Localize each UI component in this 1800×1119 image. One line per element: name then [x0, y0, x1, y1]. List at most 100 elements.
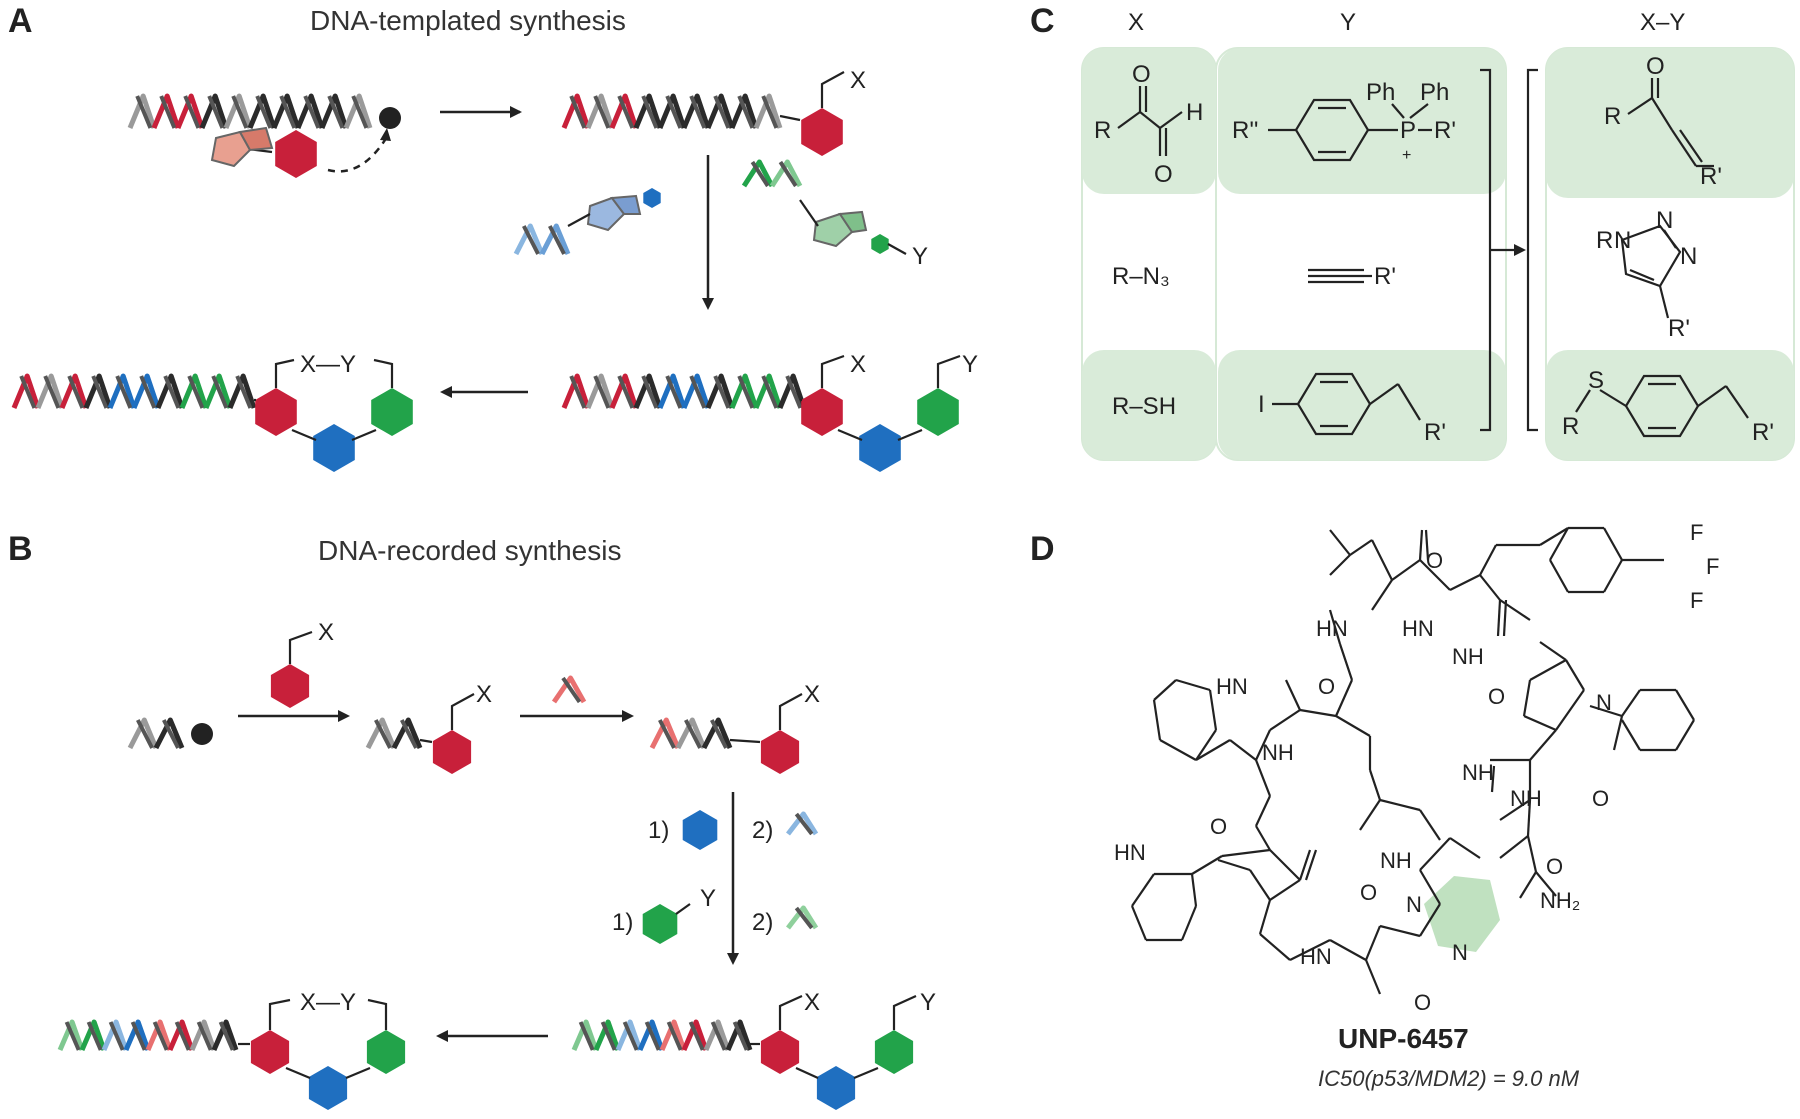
helix-segment	[101, 1019, 129, 1051]
helix-segment	[585, 93, 615, 129]
helix-backbone	[196, 1021, 213, 1051]
fused-ring	[610, 194, 642, 215]
macrocycle-product	[238, 998, 406, 1110]
bond	[1522, 679, 1532, 717]
bond	[1479, 544, 1497, 576]
helix-segment	[657, 373, 687, 409]
atom-label: NH	[1510, 786, 1542, 811]
helix-backbone	[689, 375, 707, 409]
bond	[1479, 574, 1501, 601]
fused-ring	[210, 130, 252, 168]
helix-backbone	[235, 375, 253, 409]
linker-bond	[853, 1066, 879, 1080]
linker-bond	[567, 213, 591, 227]
column-header-xy: X–Y	[1640, 9, 1685, 36]
dna-strand-b5	[57, 1019, 239, 1051]
atom-ph: Ph	[1420, 79, 1449, 106]
helix-backbone	[593, 375, 611, 409]
red-hexagon	[760, 730, 800, 774]
bond	[1255, 729, 1271, 761]
step-1-label: 1)	[648, 817, 669, 844]
dna-strand-b3	[649, 717, 733, 750]
atom-n: N	[1614, 227, 1631, 254]
bond	[1299, 708, 1337, 718]
dna-strand-b1	[127, 717, 185, 750]
fused-ring	[812, 212, 854, 248]
helix-backbone	[255, 95, 273, 129]
alkyne-structure	[1308, 268, 1372, 284]
linker-bond	[285, 1066, 311, 1080]
red-building-block	[210, 126, 317, 178]
bond	[1424, 529, 1430, 561]
bond	[1565, 659, 1585, 691]
group-y-label: Y	[700, 885, 716, 912]
bond	[1603, 527, 1623, 561]
helix-segment	[167, 1019, 195, 1051]
atom-label: HN	[1216, 674, 1248, 699]
bond	[1285, 679, 1301, 711]
bond	[1195, 729, 1217, 761]
blue-hexagon	[682, 810, 718, 850]
helix-segment	[123, 1019, 151, 1051]
helix-segment	[153, 717, 185, 750]
helix-segment	[681, 93, 711, 129]
helix-backbone	[617, 375, 635, 409]
blue-hexagon	[859, 424, 901, 472]
bond	[1490, 765, 1496, 793]
helix-segment	[211, 1019, 239, 1051]
helix-backbone	[688, 1021, 705, 1051]
side-chain	[892, 994, 917, 1030]
bond	[1529, 659, 1567, 681]
green-hexagon	[371, 388, 413, 436]
helix-backbone	[279, 95, 297, 129]
cyclization-bond	[274, 358, 295, 388]
helix-segment	[615, 1019, 643, 1051]
atom-label: O	[1488, 684, 1505, 709]
bond	[1549, 559, 1569, 593]
atom-r2: R''	[1232, 117, 1259, 144]
atom-p: P	[1400, 117, 1416, 144]
dna-strand-a2	[561, 93, 783, 129]
panel-d-label: D	[1030, 530, 1055, 568]
atom-r1: R'	[1424, 419, 1446, 446]
atom-label: O	[1546, 854, 1563, 879]
atom-r1: R'	[1752, 419, 1774, 446]
bond	[1130, 905, 1148, 941]
panel-c-label: C	[1030, 2, 1055, 40]
atom-r: R	[1604, 103, 1621, 130]
bond	[1419, 903, 1441, 937]
helix-segment	[175, 93, 205, 129]
red-building-block	[779, 71, 845, 156]
atom-label: NH	[1262, 740, 1294, 765]
helix-backbone	[174, 1021, 191, 1051]
helix-backbone	[19, 375, 37, 409]
group-y-label: Y	[920, 989, 936, 1016]
side-chain	[288, 630, 313, 664]
helix-backbone	[136, 719, 154, 749]
bond	[1255, 825, 1271, 851]
green-hexagon	[642, 904, 678, 944]
helix-backbone	[617, 95, 635, 129]
macrocycle-skeleton	[1130, 526, 1695, 995]
atom-label: O	[1318, 674, 1335, 699]
bond	[1391, 559, 1421, 581]
helix-segment	[593, 1019, 621, 1051]
atom-label: F	[1690, 588, 1703, 613]
atom-label: O	[1592, 786, 1609, 811]
bond	[1612, 715, 1624, 751]
red-dna-tag	[551, 675, 587, 704]
green-hexagon	[874, 1030, 914, 1074]
helix-backbone	[163, 375, 181, 409]
table-c-backgrounds	[1081, 47, 1795, 461]
bond	[1621, 689, 1641, 717]
red-hexagon	[270, 664, 310, 708]
linker-bond	[887, 243, 907, 255]
linker-bond	[799, 199, 819, 227]
dna-strand-a1	[127, 93, 373, 129]
bond	[1180, 905, 1198, 941]
atom-r: R	[1562, 413, 1579, 440]
linker-bond	[729, 738, 761, 744]
atom-r1: R'	[1434, 117, 1456, 144]
bond	[1523, 714, 1557, 732]
bond	[1334, 679, 1354, 717]
